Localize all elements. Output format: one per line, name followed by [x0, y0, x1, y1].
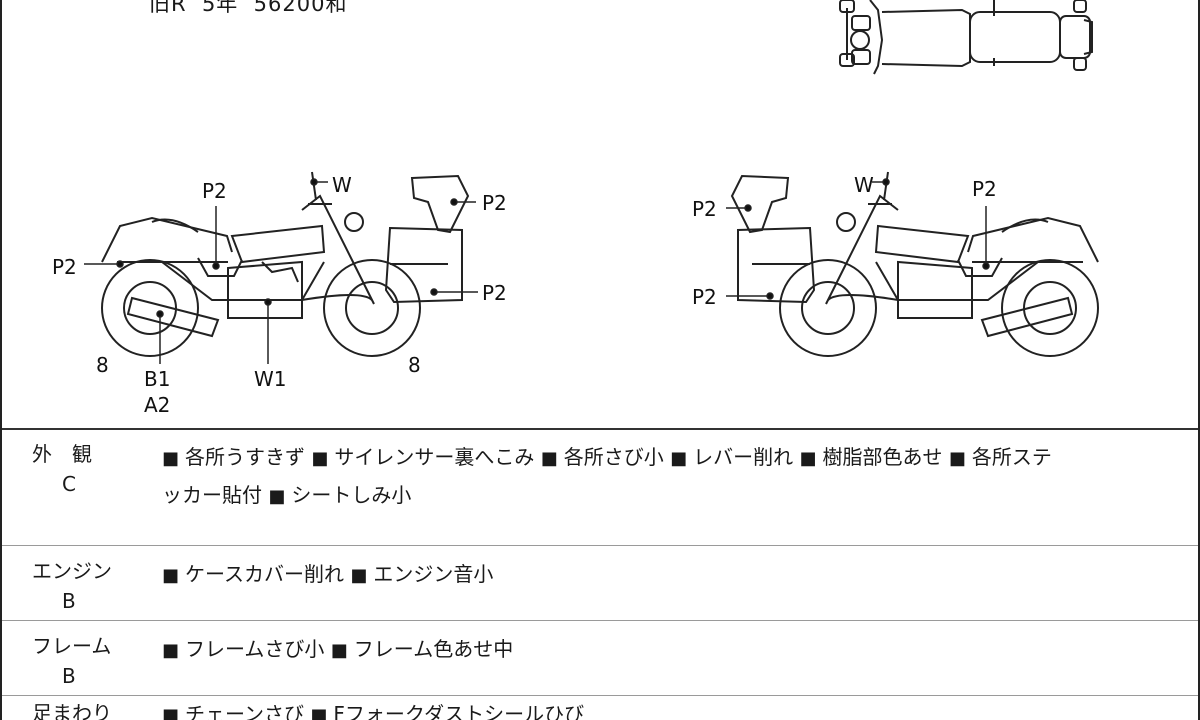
list-item: ■各所さび小	[540, 445, 664, 469]
bullet-square-icon: ■	[162, 705, 180, 720]
list-item: ■サイレンサー裏へこみ	[311, 445, 535, 469]
divider	[2, 545, 1198, 546]
divider	[2, 695, 1198, 696]
category-grade: B	[62, 589, 76, 613]
bullet-square-icon: ■	[330, 640, 348, 661]
right-markers	[726, 178, 990, 300]
bullet-square-icon: ■	[540, 448, 558, 469]
diagram-area: 旧R 5年 56200和	[2, 0, 1198, 428]
motorcycle-diagrams: P2 W P2 P2 P2 8 B1 A2 W1 8 P2 W P2 P2	[52, 0, 1099, 417]
category-name: エンジン	[32, 559, 112, 583]
category-label: エンジン B	[32, 556, 122, 616]
list-item: ■シートしみ小	[268, 483, 412, 507]
bullet-square-icon: ■	[799, 448, 817, 469]
header-note: 旧R 5年 56200和	[149, 0, 348, 16]
list-item: ■レバー削れ	[670, 445, 794, 469]
label-p2-rear-left: P2	[52, 255, 77, 279]
section-engine: エンジン B ■ケースカバー削れ ■エンジン音小	[2, 546, 1198, 620]
condition-list: ■チェーンさび ■Fフォークダストシールひび	[162, 696, 1182, 720]
bullet-square-icon: ■	[670, 448, 688, 469]
label-number-front-left: 8	[96, 353, 109, 377]
list-item: ■チェーンさび	[162, 702, 304, 720]
label-b1: B1	[144, 367, 170, 391]
list-item: ■フレーム色あせ中	[330, 637, 514, 661]
bullet-square-icon: ■	[162, 565, 180, 586]
category-label: 足まわり	[32, 698, 122, 720]
label-p2-tank-right: P2	[972, 177, 997, 201]
condition-list: ■ケースカバー削れ ■エンジン音小	[162, 556, 1182, 594]
list-item: ■樹脂部色あせ	[799, 445, 943, 469]
label-p2-box-bottom-right: P2	[692, 285, 717, 309]
category-label: フレーム B	[32, 631, 122, 691]
section-suspension: 足まわり ■チェーンさび ■Fフォークダストシールひび	[2, 696, 1198, 720]
label-w-mirror-left: W	[332, 173, 352, 197]
divider	[2, 428, 1198, 430]
label-p2-box-top-left: P2	[482, 191, 507, 215]
divider	[2, 620, 1198, 621]
list-item: ■フレームさび小	[162, 637, 325, 661]
bullet-square-icon: ■	[311, 448, 329, 469]
label-p2-tank-left: P2	[202, 179, 227, 203]
label-w1: W1	[254, 367, 287, 391]
bullet-square-icon: ■	[162, 448, 180, 469]
section-exterior: 外 観 C ■各所うすきず ■サイレンサー裏へこみ ■各所さび小 ■レバー削れ …	[2, 429, 1198, 545]
label-number-rear-left: 8	[408, 353, 421, 377]
category-name: フレーム	[32, 634, 112, 658]
left-side-motorcycle-icon	[101, 171, 470, 357]
bullet-square-icon: ■	[350, 565, 368, 586]
condition-list: ■各所うすきず ■サイレンサー裏へこみ ■各所さび小 ■レバー削れ ■樹脂部色あ…	[162, 439, 1182, 515]
label-p2-box-bottom-left: P2	[482, 281, 507, 305]
category-grade: C	[62, 472, 76, 496]
category-name: 足まわり	[32, 701, 112, 720]
list-item: ■各所うすきず	[162, 445, 306, 469]
bullet-square-icon: ■	[162, 640, 180, 661]
bullet-square-icon: ■	[310, 705, 328, 720]
label-p2-box-top-right: P2	[692, 197, 717, 221]
section-frame: フレーム B ■フレームさび小 ■フレーム色あせ中	[2, 621, 1198, 695]
list-item: ■エンジン音小	[350, 562, 494, 586]
list-item: ■各所ステ	[948, 445, 1052, 469]
category-grade: B	[62, 664, 76, 688]
bullet-square-icon: ■	[268, 486, 286, 507]
right-side-motorcycle-icon	[730, 171, 1099, 357]
category-label: 外 観 C	[32, 439, 122, 499]
list-item: ■Fフォークダストシールひび	[310, 702, 584, 720]
bullet-square-icon: ■	[948, 448, 966, 469]
list-item-continued: ッカー貼付	[162, 483, 262, 507]
list-item: ■ケースカバー削れ	[162, 562, 345, 586]
condition-list: ■フレームさび小 ■フレーム色あせ中	[162, 631, 1182, 669]
left-markers	[84, 178, 478, 364]
category-name: 外 観	[32, 442, 92, 466]
top-view-motorcycle-icon	[839, 0, 1093, 75]
label-w-mirror-right: W	[854, 173, 874, 197]
label-a2: A2	[144, 393, 170, 417]
